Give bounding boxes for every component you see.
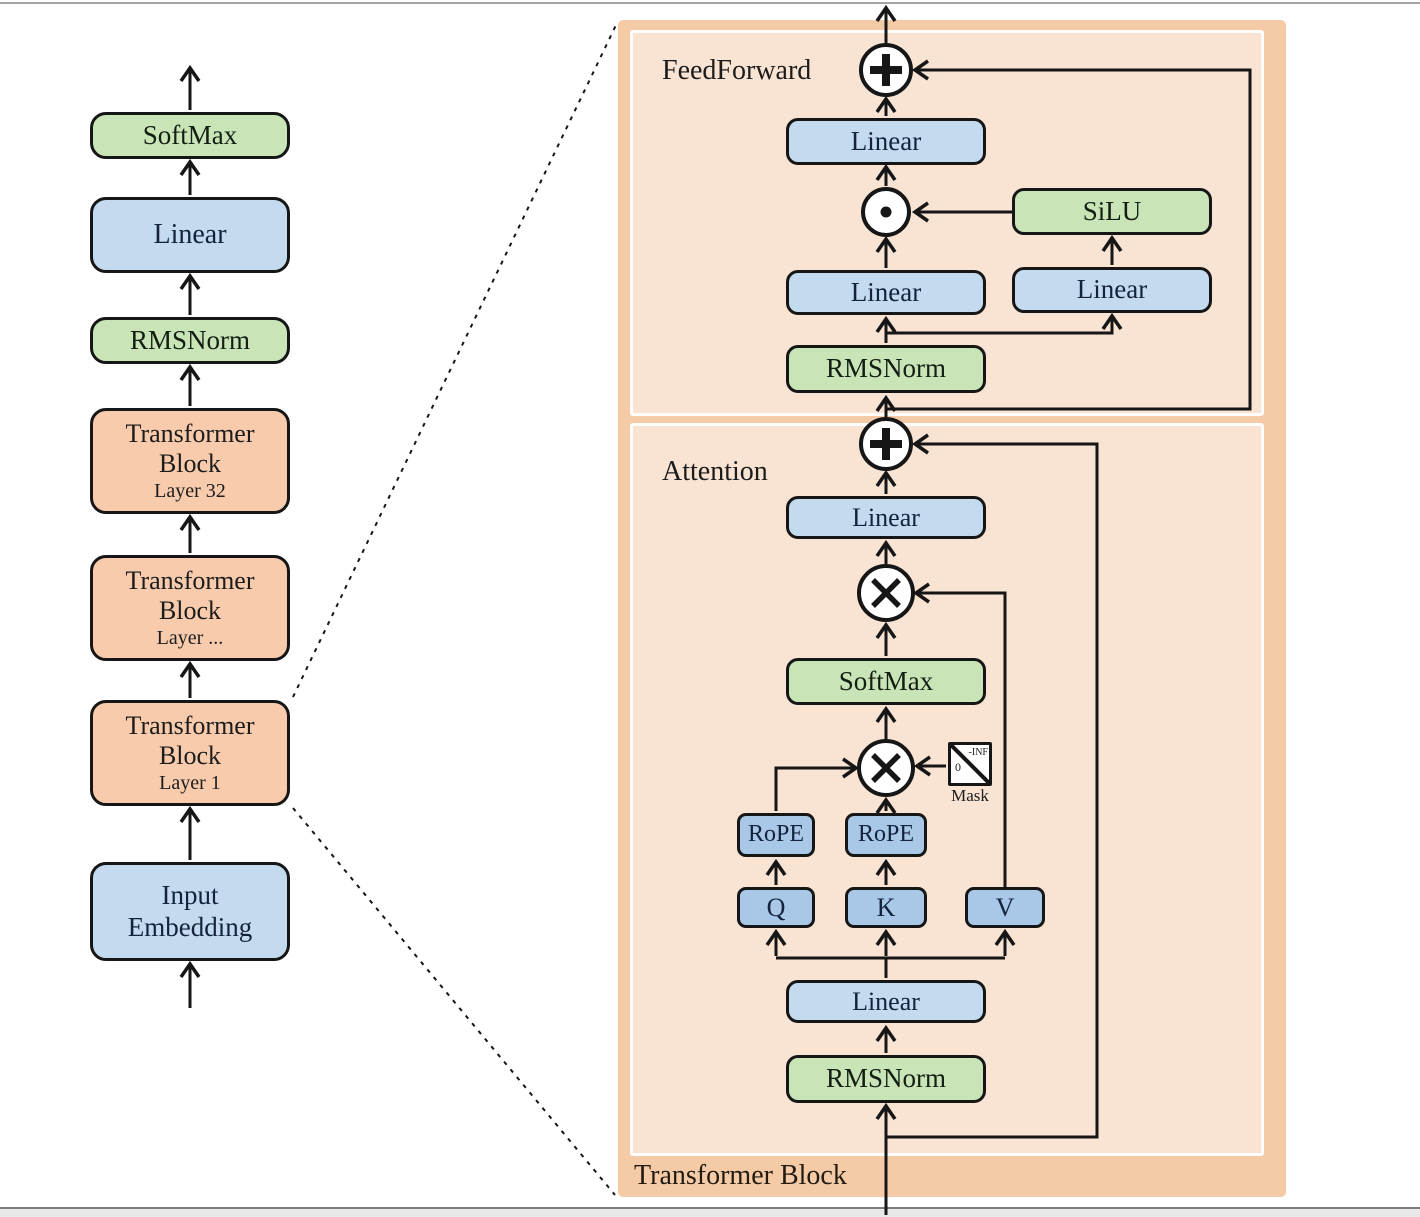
transformer-block-mid-box: Transformer Block Layer ... bbox=[90, 555, 290, 661]
mask-diagonal bbox=[951, 745, 989, 783]
attn-linear-in-box: Linear bbox=[786, 980, 986, 1023]
input-line2: Embedding bbox=[127, 911, 253, 942]
v-box: V bbox=[965, 887, 1045, 928]
mask-neg-inf: -INF bbox=[968, 747, 988, 758]
block-line2: Block bbox=[158, 596, 222, 625]
transformer-block-32-box: Transformer Block Layer 32 bbox=[90, 408, 290, 514]
block-layer-1: Layer 1 bbox=[159, 771, 221, 794]
left-linear-label: Linear bbox=[153, 218, 227, 250]
k-box: K bbox=[845, 887, 927, 928]
attn-softmax-label: SoftMax bbox=[838, 665, 934, 696]
block-line1: Transformer bbox=[125, 419, 255, 449]
attention-label: Attention bbox=[662, 456, 768, 487]
block-line2: Block bbox=[158, 449, 222, 478]
k-label: K bbox=[876, 892, 896, 922]
rope-k-label: RoPE bbox=[857, 821, 914, 848]
block-line2: Block bbox=[158, 741, 222, 770]
ff-linear-left-label: Linear bbox=[850, 276, 922, 307]
left-rmsnorm-box: RMSNorm bbox=[90, 317, 290, 364]
ff-linear-right-box: Linear bbox=[1012, 267, 1212, 313]
attn-linear-out-label: Linear bbox=[852, 502, 920, 532]
left-softmax-label: SoftMax bbox=[142, 119, 238, 150]
ff-rmsnorm-box: RMSNorm bbox=[786, 345, 986, 393]
attn-rmsnorm-box: RMSNorm bbox=[786, 1055, 986, 1103]
zoom-guide-top bbox=[292, 22, 618, 698]
input-embedding-box: Input Embedding bbox=[90, 862, 290, 961]
ff-linear-left-box: Linear bbox=[786, 270, 986, 315]
mask-label: Mask bbox=[951, 786, 989, 805]
left-softmax-box: SoftMax bbox=[90, 112, 290, 159]
left-linear-box: Linear bbox=[90, 197, 290, 273]
attn-linear-out-box: Linear bbox=[786, 496, 986, 539]
block-layer-mid: Layer ... bbox=[156, 626, 224, 649]
attn-softmax-box: SoftMax bbox=[786, 658, 986, 705]
attn-linear-in-label: Linear bbox=[852, 986, 920, 1016]
bottom-window-border bbox=[0, 1207, 1420, 1209]
panel-title: Transformer Block bbox=[634, 1160, 847, 1191]
block-line1: Transformer bbox=[125, 566, 255, 596]
q-label: Q bbox=[766, 892, 786, 922]
ff-linear-right-label: Linear bbox=[1076, 274, 1148, 305]
mask-zero: 0 bbox=[955, 760, 961, 774]
silu-box: SiLU bbox=[1012, 188, 1212, 235]
block-layer-32: Layer 32 bbox=[154, 479, 226, 502]
bottom-window-band bbox=[0, 1209, 1420, 1217]
rope-q-label: RoPE bbox=[747, 821, 804, 848]
top-window-border bbox=[0, 2, 1420, 4]
v-label: V bbox=[995, 892, 1015, 922]
feedforward-label: FeedForward bbox=[662, 55, 812, 86]
attn-rmsnorm-label: RMSNorm bbox=[825, 1063, 947, 1094]
transformer-block-1-box: Transformer Block Layer 1 bbox=[90, 700, 290, 806]
ff-rmsnorm-label: RMSNorm bbox=[825, 353, 947, 384]
input-line1: Input bbox=[161, 880, 219, 911]
mask-icon: -INF 0 bbox=[948, 742, 992, 786]
zoom-guide-bottom bbox=[292, 807, 616, 1196]
ff-linear-out-box: Linear bbox=[786, 118, 986, 165]
rope-q-box: RoPE bbox=[737, 813, 815, 857]
rope-k-box: RoPE bbox=[845, 813, 927, 857]
left-rmsnorm-label: RMSNorm bbox=[129, 324, 251, 355]
ff-linear-out-label: Linear bbox=[850, 125, 922, 156]
silu-label: SiLU bbox=[1082, 195, 1142, 226]
q-box: Q bbox=[737, 887, 815, 928]
block-line1: Transformer bbox=[125, 711, 255, 741]
